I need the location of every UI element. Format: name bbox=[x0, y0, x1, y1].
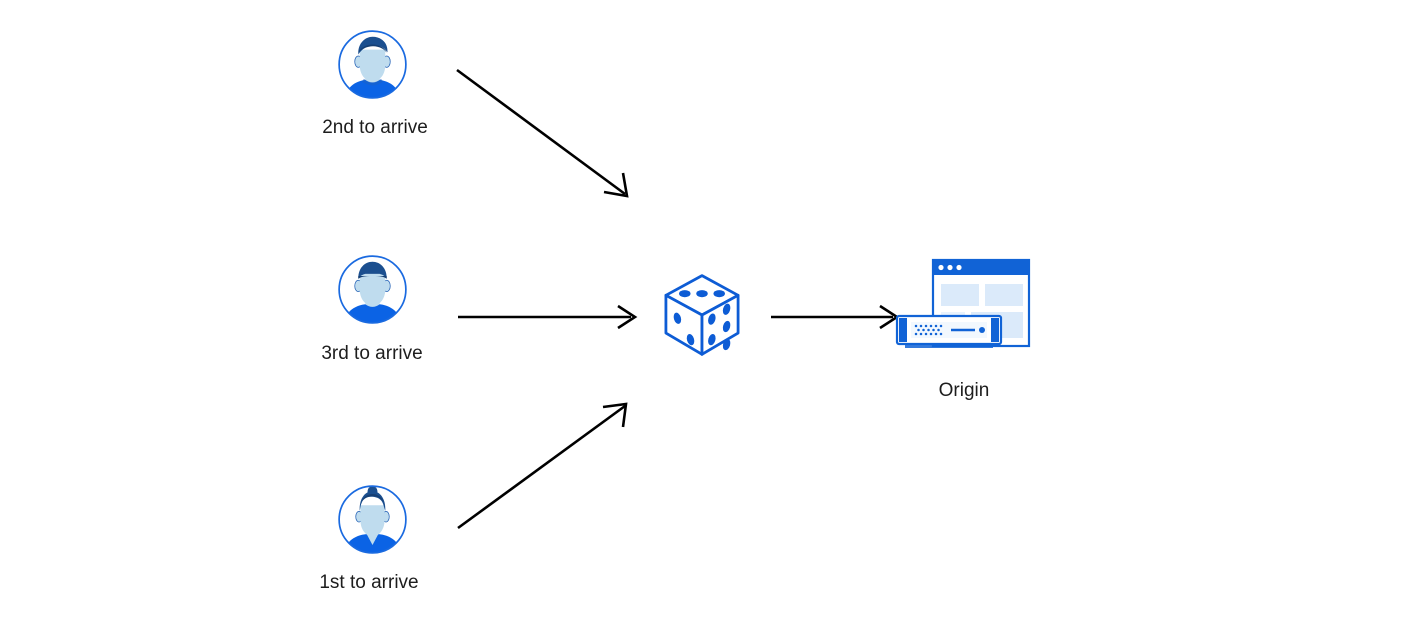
node-label-visitor-3rd: 3rd to arrive bbox=[321, 343, 423, 364]
arrow-1st-to-dice bbox=[457, 402, 628, 530]
dice-icon bbox=[664, 274, 740, 356]
node-visitor-1st[interactable] bbox=[337, 484, 408, 555]
node-visitor-2nd[interactable] bbox=[337, 29, 408, 100]
node-label-visitor-2nd: 2nd to arrive bbox=[322, 117, 428, 138]
user-avatar-icon bbox=[338, 30, 407, 99]
arrow-dice-to-origin bbox=[771, 304, 900, 330]
arrow-3rd-to-dice bbox=[458, 304, 638, 330]
origin-server-icon bbox=[895, 258, 1031, 348]
node-load-balancer[interactable] bbox=[661, 272, 743, 358]
node-visitor-3rd[interactable] bbox=[337, 254, 408, 325]
node-label-visitor-1st: 1st to arrive bbox=[319, 572, 419, 593]
user-avatar-icon bbox=[338, 255, 407, 324]
rack-server-icon bbox=[895, 314, 1003, 348]
node-label-origin: Origin bbox=[938, 380, 990, 401]
node-origin[interactable] bbox=[893, 256, 1033, 361]
arrow-2nd-to-dice bbox=[456, 68, 629, 198]
user-avatar-icon bbox=[338, 485, 407, 554]
